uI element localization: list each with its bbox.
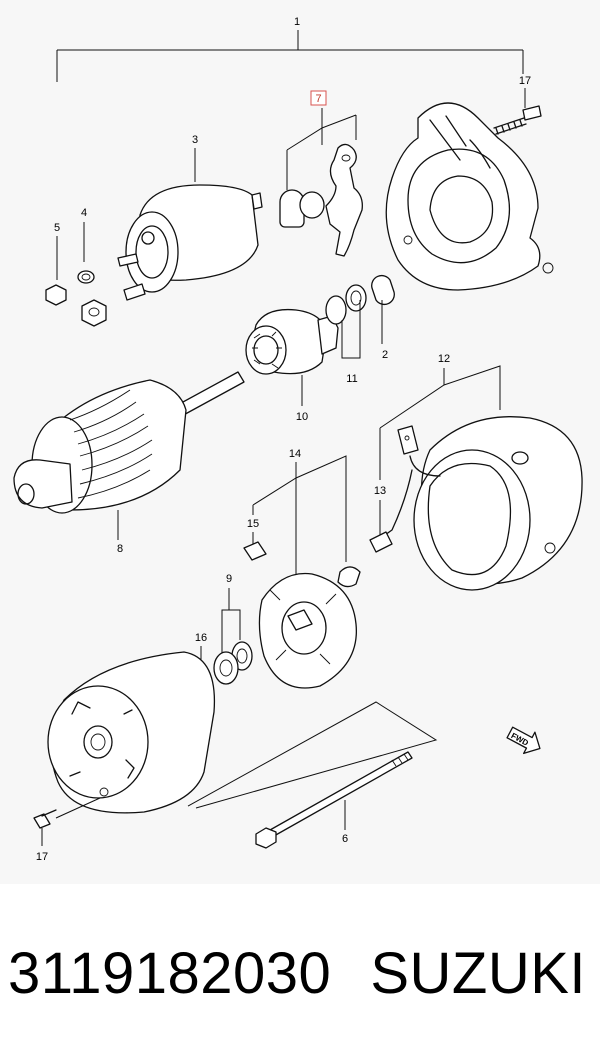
callout-2: 2 (382, 349, 388, 361)
armature-8: 8 (13, 371, 245, 555)
solenoid-3: 3 (117, 134, 263, 301)
callout-10: 10 (296, 411, 308, 423)
caption-bar (0, 884, 600, 1061)
fwd-arrow-icon: FWD (506, 726, 541, 755)
callout-14: 14 (289, 448, 301, 460)
shift-lever-group-7: 7 (279, 90, 363, 257)
callout-group-1: 1 (56, 16, 524, 82)
end-frame (47, 651, 438, 814)
callout-17-bottom: 17 (36, 851, 48, 863)
callout-7: 7 (315, 93, 321, 105)
callout-9: 9 (226, 573, 232, 585)
drive-housing (385, 102, 554, 291)
callout-1: 1 (294, 16, 300, 28)
callout-5: 5 (54, 222, 60, 234)
yoke-12: 12 13 (369, 353, 583, 591)
callout-8: 8 (117, 543, 123, 555)
callout-6: 6 (342, 833, 348, 845)
callout-3: 3 (192, 134, 198, 146)
callout-15: 15 (247, 518, 259, 530)
callout-11: 11 (346, 373, 357, 385)
nut-washer-4-5: 4 5 (45, 207, 107, 327)
callout-16: 16 (195, 632, 207, 644)
bolt-17-bottom: 17 (33, 797, 101, 863)
callout-4: 4 (81, 207, 87, 219)
starter-motor-exploded-diagram: 1 17 7 3 (13, 16, 583, 863)
callout-12: 12 (438, 353, 450, 365)
brush-holder-14: 14 15 (243, 448, 361, 689)
part-number: 3119182030 (8, 941, 332, 1006)
through-bolt-6: 6 (255, 751, 413, 849)
brand-name: SUZUKI (370, 941, 586, 1006)
bolt-17-top: 17 (493, 75, 542, 135)
callout-17-top: 17 (519, 75, 531, 87)
pinion-clutch-10: 10 (245, 308, 339, 423)
callout-7-box (310, 90, 327, 106)
stop-ring-11-2: 11 2 (325, 274, 395, 385)
callout-13: 13 (374, 485, 386, 497)
